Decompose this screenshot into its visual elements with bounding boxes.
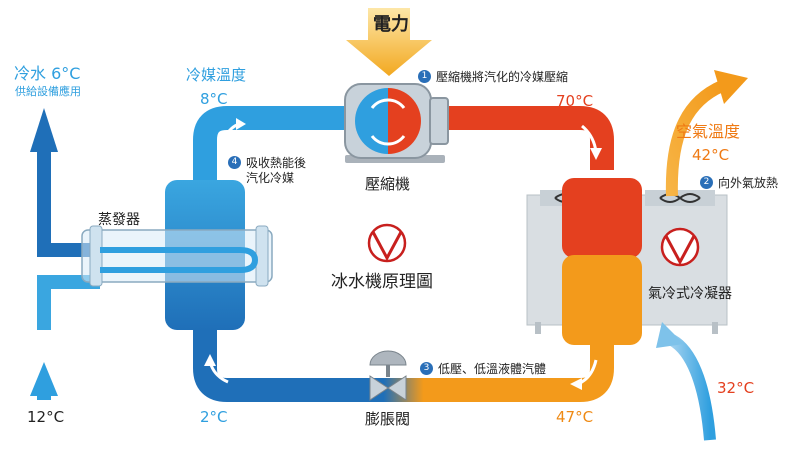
- step-3: 3 低壓、低溫液體汽體: [420, 362, 546, 375]
- chilled-water-return-temp: 12°C: [27, 408, 65, 426]
- step-4-text-line1: 吸收熱能後: [246, 155, 307, 170]
- air-in-value: 32°C: [717, 379, 755, 397]
- condenser-label: 氣冷式冷凝器: [648, 286, 732, 302]
- center-title: 冰水機原理圖: [331, 272, 433, 292]
- company-logo-center: [367, 223, 407, 263]
- step-2-number: 2: [700, 176, 713, 189]
- air-in-arrow: [656, 322, 716, 441]
- expansion-valve-label: 膨脹閥: [365, 410, 411, 428]
- step-2: 2 向外氣放熱: [700, 176, 778, 189]
- compressor-label: 壓縮機: [365, 175, 411, 193]
- evaporator-label: 蒸發器: [98, 212, 140, 228]
- power-label: 電力: [373, 14, 409, 35]
- step-3-number: 3: [420, 362, 433, 375]
- chilled-water-return-arrow: [30, 275, 100, 400]
- temp-bottom-right: 47°C: [556, 408, 594, 426]
- air-out-arrow: [665, 70, 748, 197]
- step-3-text: 低壓、低溫液體汽體: [438, 361, 547, 376]
- refrigerant-temp-value: 8°C: [200, 90, 228, 108]
- evaporator: [81, 180, 273, 330]
- step-4: 4 吸收熱能後 汽化冷媒: [228, 156, 306, 184]
- air-out-title: 空氣溫度: [676, 122, 741, 141]
- air-out-value: 42°C: [692, 146, 730, 164]
- condenser: [526, 178, 728, 345]
- refrigerant-temp-title: 冷媒溫度: [186, 66, 247, 84]
- compressor: [344, 83, 449, 163]
- step-4-text-line2: 汽化冷媒: [246, 171, 295, 185]
- power-arrow: [346, 8, 432, 76]
- expansion-valve: [369, 350, 407, 401]
- step-1-number: 1: [418, 70, 431, 83]
- chilled-water-subtitle: 供給設備應用: [15, 85, 81, 98]
- step-1: 1 壓縮機將汽化的冷媒壓縮: [418, 70, 568, 83]
- temp-bottom-left: 2°C: [200, 408, 228, 426]
- step-2-text: 向外氣放熱: [718, 175, 779, 190]
- step-1-text: 壓縮機將汽化的冷媒壓縮: [436, 69, 569, 84]
- chilled-water-supply-arrow: [30, 108, 100, 257]
- step-4-number: 4: [228, 156, 241, 169]
- temp-top-right: 70°C: [556, 92, 594, 110]
- company-logo-condenser: [660, 227, 700, 267]
- chilled-water-title: 冷水 6°C: [14, 64, 81, 83]
